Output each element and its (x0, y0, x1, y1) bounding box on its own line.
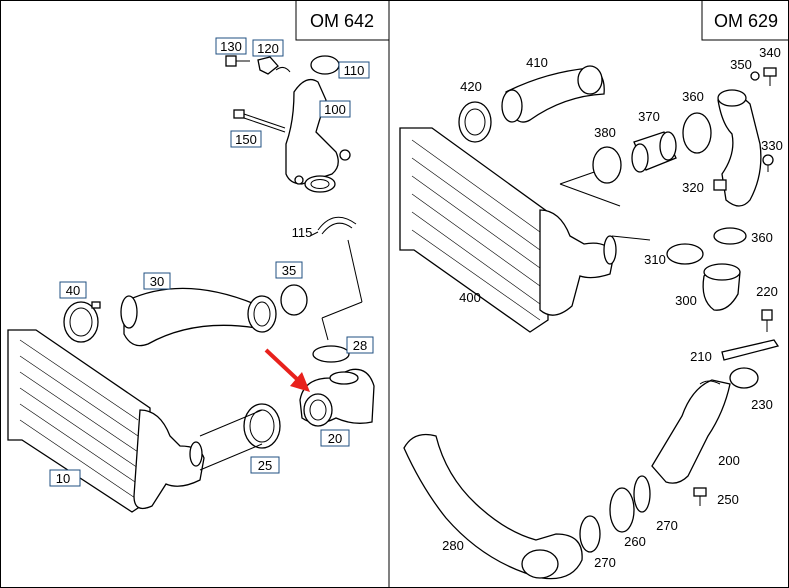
ring-35-drawing (280, 284, 308, 316)
label-35[interactable]: 35 (275, 261, 303, 279)
label-110[interactable]: 110 (338, 61, 370, 79)
label-360-top[interactable]: 360 (682, 89, 704, 104)
bolt-130-drawing (225, 55, 250, 67)
clamp-360a-drawing (682, 112, 712, 154)
svg-text:10: 10 (56, 471, 70, 486)
svg-text:20: 20 (328, 431, 342, 446)
elbow-20-drawing (299, 368, 375, 427)
intercooler-400-drawing (399, 127, 617, 333)
label-270-right[interactable]: 270 (656, 518, 678, 533)
svg-text:100: 100 (324, 102, 346, 117)
label-260[interactable]: 260 (624, 534, 646, 549)
label-130[interactable]: 130 (215, 37, 247, 55)
housing-100-drawing (285, 78, 351, 193)
label-150[interactable]: 150 (230, 130, 262, 148)
svg-text:40: 40 (66, 283, 80, 298)
clamp-310-drawing (666, 243, 704, 265)
label-360-bottom[interactable]: 360 (751, 230, 773, 245)
label-370[interactable]: 370 (638, 109, 660, 124)
svg-text:35: 35 (282, 263, 296, 278)
bolt-340-drawing (763, 67, 777, 86)
label-120[interactable]: 120 (252, 39, 284, 57)
gasket-110-drawing (310, 55, 340, 75)
svg-text:115: 115 (292, 225, 313, 240)
bolt-220-drawing (761, 309, 773, 332)
clamp-420-drawing (458, 101, 492, 143)
label-310[interactable]: 310 (644, 252, 666, 267)
svg-text:30: 30 (150, 274, 164, 289)
clamp-115-drawing (317, 216, 357, 235)
label-28[interactable]: 28 (346, 336, 374, 354)
label-100[interactable]: 100 (319, 100, 351, 118)
panel-header-left: OM 642 (295, 0, 389, 41)
label-300[interactable]: 300 (675, 293, 697, 308)
clip-120-drawing (257, 56, 291, 75)
bolt-350-drawing (750, 71, 760, 81)
bolt-330-drawing (762, 154, 774, 172)
label-40[interactable]: 40 (59, 281, 87, 299)
bracket-210-drawing (721, 339, 780, 361)
svg-text:130: 130 (220, 39, 242, 54)
label-200[interactable]: 200 (718, 453, 740, 468)
pipe-280-drawing (403, 433, 583, 580)
label-280[interactable]: 280 (442, 538, 464, 553)
pipe-200-drawing (651, 379, 731, 484)
label-25[interactable]: 25 (250, 456, 280, 474)
label-270-left[interactable]: 270 (594, 555, 616, 570)
svg-text:110: 110 (344, 63, 365, 78)
label-410[interactable]: 410 (526, 55, 548, 70)
clamp-40-drawing (63, 301, 101, 343)
ring-270b-drawing (579, 515, 601, 553)
hose-410-drawing (501, 65, 605, 123)
label-10[interactable]: 10 (49, 469, 81, 487)
clamp-380-drawing (592, 146, 622, 184)
highlight-arrow (264, 348, 310, 392)
engine-label-left: OM 642 (310, 11, 374, 31)
duct-320-drawing (713, 89, 762, 207)
label-340[interactable]: 340 (759, 45, 781, 60)
label-250[interactable]: 250 (717, 492, 739, 507)
label-30[interactable]: 30 (143, 272, 171, 290)
svg-text:120: 120 (257, 41, 279, 56)
label-350[interactable]: 350 (730, 57, 752, 72)
label-400[interactable]: 400 (459, 290, 481, 305)
ring-270a-drawing (633, 475, 651, 513)
label-420[interactable]: 420 (460, 79, 482, 94)
clamp-360b-drawing (713, 227, 747, 245)
engine-label-right: OM 629 (714, 11, 778, 31)
label-210[interactable]: 210 (690, 349, 712, 364)
sleeve-260-drawing (609, 487, 635, 533)
sleeve-370-drawing (631, 131, 677, 173)
sleeve-300-drawing (702, 263, 741, 311)
label-115[interactable]: 115 (292, 225, 313, 240)
svg-text:150: 150 (235, 132, 257, 147)
label-220[interactable]: 220 (756, 284, 778, 299)
bolt-250-drawing (693, 487, 707, 506)
label-330[interactable]: 330 (761, 138, 783, 153)
gasket-28-drawing (312, 345, 350, 363)
label-320[interactable]: 320 (682, 180, 704, 195)
clamp-25-drawing (243, 403, 281, 449)
label-20[interactable]: 20 (320, 429, 350, 447)
svg-text:28: 28 (353, 338, 367, 353)
svg-text:25: 25 (258, 458, 272, 473)
hose-30-drawing (120, 287, 277, 347)
ring-230-drawing (729, 367, 759, 389)
label-380[interactable]: 380 (594, 125, 616, 140)
bolt-150-drawing (233, 109, 286, 133)
intercooler-10-drawing (7, 329, 205, 513)
panel-header-right: OM 629 (701, 0, 789, 41)
label-230[interactable]: 230 (751, 397, 773, 412)
